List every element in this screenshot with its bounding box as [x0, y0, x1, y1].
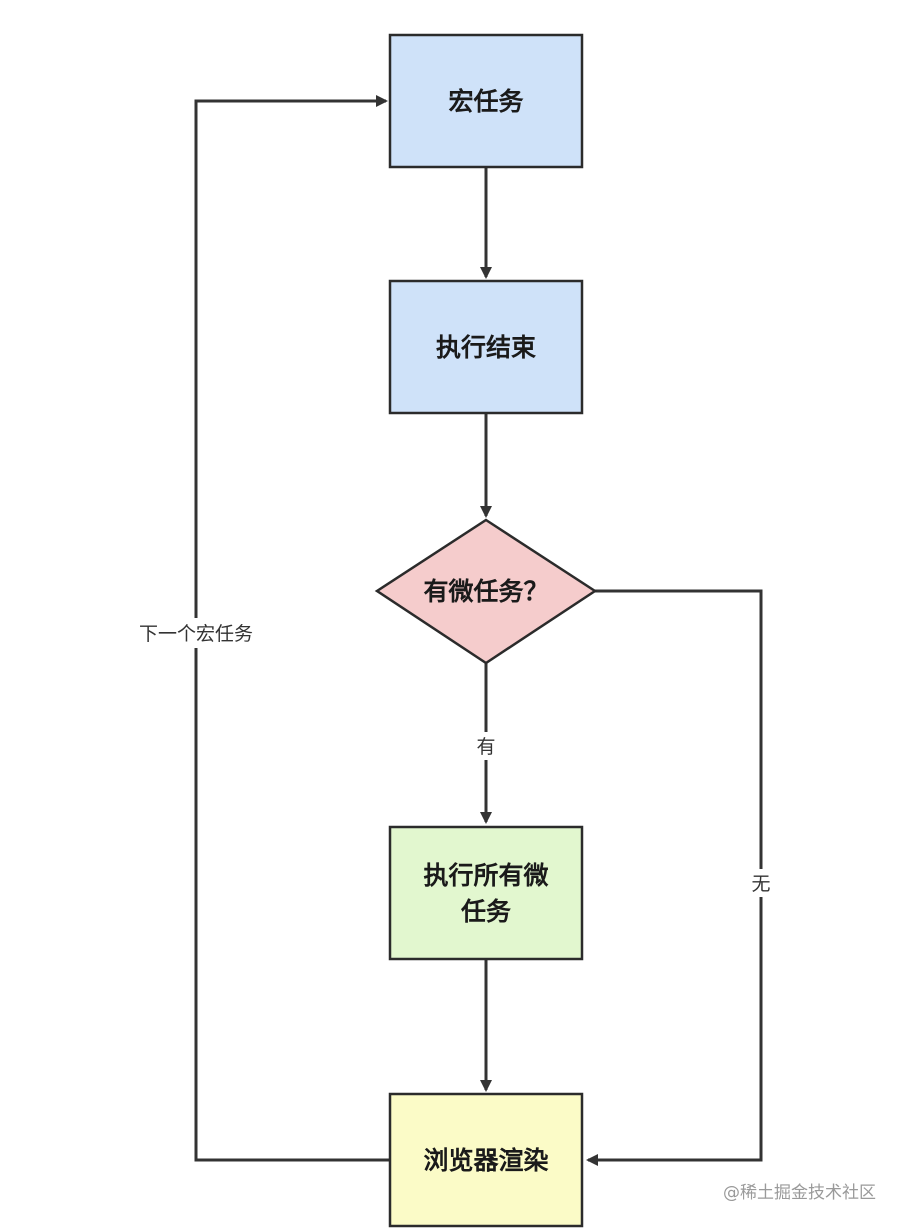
node-has-micro-decision: 有微任务？ [374, 518, 598, 665]
node-exec-all-micro: 执行所有微 任务 [388, 825, 584, 961]
decision-diamond [374, 518, 598, 665]
edge-decision-no [586, 589, 763, 1166]
node-exec-end: 执行结束 [388, 279, 584, 415]
node-browser-render: 浏览器渲染 [388, 1092, 584, 1228]
exec-all-micro-box [388, 825, 584, 961]
exec-end-box [388, 279, 584, 415]
edge-labels: 有 无 下一个宏任务 [124, 618, 774, 897]
exec-end-label: 执行结束 [436, 333, 537, 362]
edge-label-no: 无 [751, 873, 770, 895]
edge-label-next-macro: 下一个宏任务 [139, 623, 253, 645]
browser-render-box [388, 1092, 584, 1228]
macro-task-box [388, 33, 584, 169]
browser-render-label: 浏览器渲染 [423, 1146, 548, 1175]
decision-label: 有微任务？ [423, 577, 548, 606]
exec-all-micro-label-line2: 任务 [460, 897, 511, 926]
watermark: @稀土掘金技术社区 [723, 1183, 876, 1203]
exec-all-micro-label-line1: 执行所有微 [423, 861, 548, 890]
node-macro-task: 宏任务 [388, 33, 584, 169]
edge-label-yes: 有 [476, 736, 495, 758]
macro-task-label: 宏任务 [448, 87, 523, 116]
